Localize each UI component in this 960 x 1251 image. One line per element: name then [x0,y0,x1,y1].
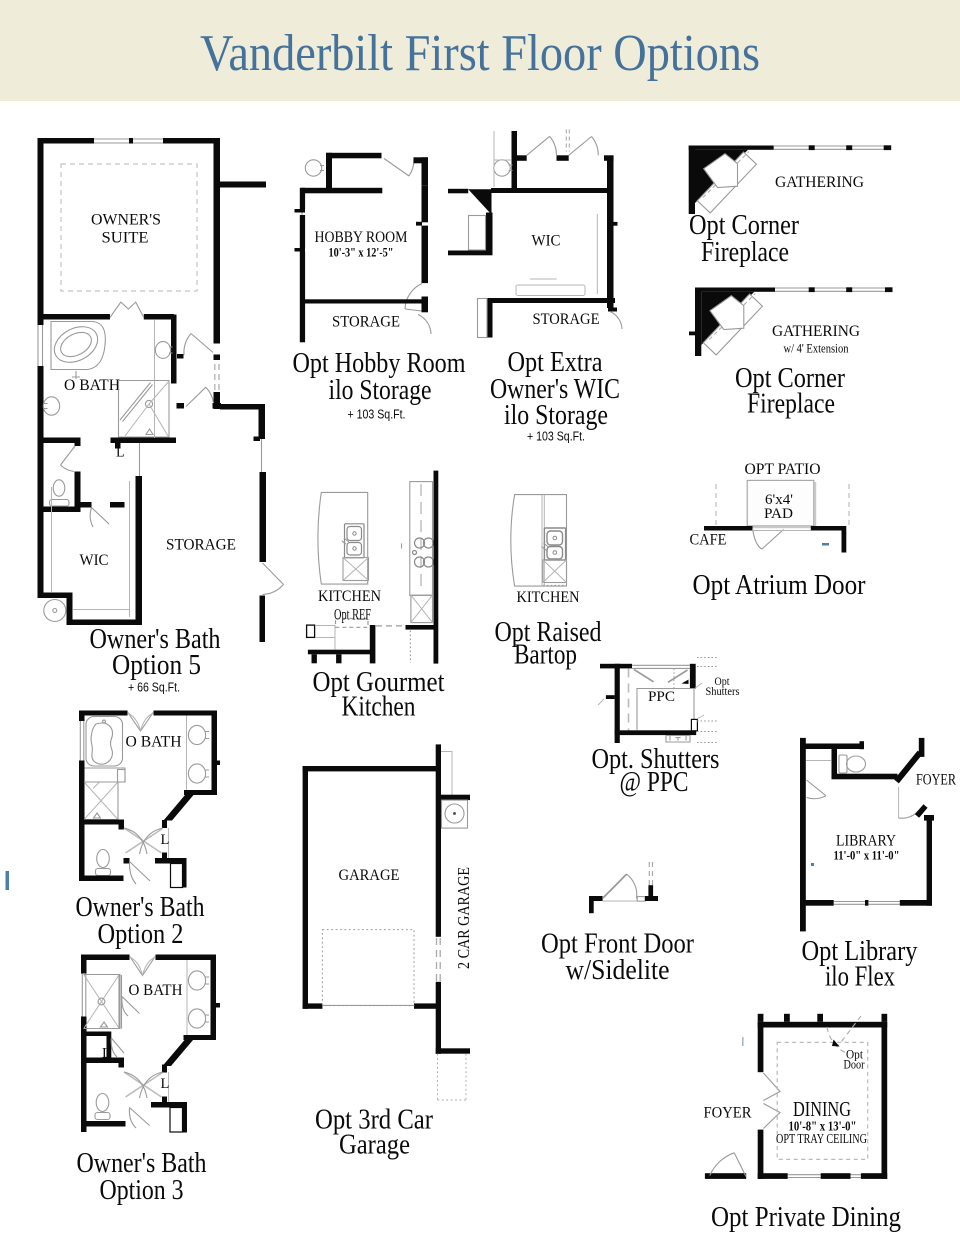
svg-text:Opt: Opt [846,1048,863,1062]
svg-text:ilo Storage: ilo Storage [504,400,608,431]
svg-text:Opt: Opt [715,676,731,688]
svg-text:WIC: WIC [532,233,561,250]
svg-text:KITCHEN: KITCHEN [517,589,580,606]
svg-text:O BATH: O BATH [126,734,182,751]
svg-text:DINING: DINING [793,1097,851,1121]
svg-text:SUITE: SUITE [102,230,149,247]
svg-text:Opt REF: Opt REF [334,607,371,624]
svg-text:Owner's Bath: Owner's Bath [90,624,221,655]
svg-text:STORAGE: STORAGE [332,314,400,331]
svg-text:Opt Hobby Room: Opt Hobby Room [293,348,466,379]
svg-text:Opt Front Door: Opt Front Door [541,929,695,960]
svg-text:HOBBY ROOM: HOBBY ROOM [315,229,408,246]
svg-text:L: L [116,446,125,461]
svg-text:PAD: PAD [764,506,793,522]
svg-text:Option 3: Option 3 [100,1175,184,1206]
svg-text:OPT PATIO: OPT PATIO [745,461,821,478]
svg-text:Bartop: Bartop [514,640,577,671]
svg-text:WIC: WIC [80,552,109,569]
svg-text:10'-8" x 13'-0": 10'-8" x 13'-0" [789,1120,857,1135]
svg-text:OWNER'S: OWNER'S [91,212,161,229]
svg-text:O BATH: O BATH [64,377,120,394]
svg-text:Owner's WIC: Owner's WIC [490,374,620,405]
svg-text:PPC: PPC [648,689,675,705]
svg-text:Garage: Garage [339,1130,410,1161]
svg-text:Opt Gourmet: Opt Gourmet [313,667,445,698]
svg-text:Opt. Shutters: Opt. Shutters [592,744,720,775]
svg-text:Opt Raised: Opt Raised [495,617,602,648]
svg-text:+ 103 Sq.Ft.: + 103 Sq.Ft. [527,429,585,444]
svg-text:L: L [161,832,170,848]
svg-text:Vanderbilt First Floor Options: Vanderbilt First Floor Options [200,25,760,82]
svg-text:GATHERING: GATHERING [772,323,860,340]
svg-text:+ 103 Sq.Ft.: + 103 Sq.Ft. [348,407,406,422]
svg-text:Opt Private Dining: Opt Private Dining [711,1202,901,1233]
svg-text:O BATH: O BATH [129,982,183,999]
svg-text:Owner's Bath: Owner's Bath [76,892,205,923]
svg-text:Opt Extra: Opt Extra [508,347,603,378]
svg-text:GARAGE: GARAGE [339,867,400,884]
svg-text:Fireplace: Fireplace [747,389,835,420]
svg-text:Opt Library: Opt Library [802,936,918,967]
svg-text:6'x4': 6'x4' [765,492,793,508]
svg-text:Opt Atrium Door: Opt Atrium Door [693,570,867,601]
svg-text:L: L [161,1076,170,1092]
svg-text:Opt Corner: Opt Corner [689,210,800,241]
svg-text:L: L [102,1046,111,1062]
svg-text:10'-3" x 12'-5": 10'-3" x 12'-5" [329,246,394,260]
svg-text:CAFE: CAFE [690,532,727,549]
svg-text:@ PPC: @ PPC [620,767,689,798]
svg-text:FOYER: FOYER [704,1105,752,1122]
svg-text:OPT TRAY CEILING: OPT TRAY CEILING [776,1131,867,1146]
svg-text:11'-0" x 11'-0": 11'-0" x 11'-0" [834,849,900,863]
svg-text:Owner's Bath: Owner's Bath [77,1148,207,1179]
svg-text:w/Sidelite: w/Sidelite [566,955,670,986]
svg-text:Option 2: Option 2 [98,919,184,950]
svg-text:Door: Door [844,1058,866,1072]
svg-text:2 CAR GARAGE: 2 CAR GARAGE [454,867,473,969]
svg-text:+ 66 Sq.Ft.: + 66 Sq.Ft. [128,680,180,695]
svg-text:Shutters: Shutters [706,686,740,698]
svg-text:Option 5: Option 5 [112,650,201,681]
svg-text:FOYER: FOYER [916,772,956,789]
svg-text:w/ 4' Extension: w/ 4' Extension [784,342,850,356]
svg-text:Fireplace: Fireplace [701,237,789,268]
svg-text:ilo Flex: ilo Flex [825,962,895,993]
svg-text:STORAGE: STORAGE [166,537,236,554]
svg-text:LIBRARY: LIBRARY [836,833,896,850]
svg-text:GATHERING: GATHERING [775,174,864,191]
svg-text:ilo Storage: ilo Storage [329,375,432,406]
svg-text:KITCHEN: KITCHEN [318,588,381,605]
svg-text:STORAGE: STORAGE [533,311,600,328]
svg-text:Opt Corner: Opt Corner [735,363,846,394]
svg-text:Opt 3rd Car: Opt 3rd Car [315,1105,434,1136]
svg-text:Kitchen: Kitchen [342,692,416,723]
